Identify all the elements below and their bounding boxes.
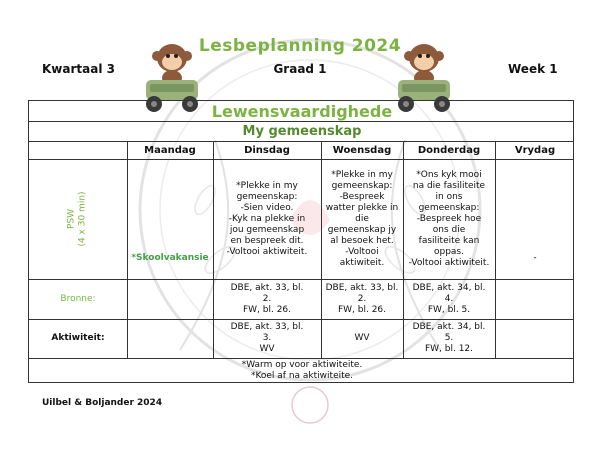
monday-holiday-cell: *Skoolvakansie <box>131 253 209 263</box>
row-label-aktiwiteit: Aktiwiteit: <box>51 333 105 343</box>
divider <box>213 141 214 358</box>
divider <box>495 141 496 358</box>
monkey-in-jeep-icon <box>146 44 198 112</box>
bronne-thursday-cell: DBE, akt. 34, bl. 4. FW, bl. 5. <box>412 282 486 315</box>
row-label-bronne: Bronne: <box>60 293 96 304</box>
aktiwiteit-tuesday-cell: DBE, akt. 33, bl. 3. WV <box>230 322 304 354</box>
divider <box>321 141 322 358</box>
divider <box>29 121 573 122</box>
day-header-monday: Maandag <box>144 144 196 156</box>
psw-wednesday-cell: *Plekke in my gemeenskap: -Bespreek watt… <box>325 169 399 268</box>
monkey-in-jeep-icon <box>398 44 450 112</box>
quarter-label: Kwartaal 3 <box>42 62 115 76</box>
footer-credit: Uilbel & Boljander 2024 <box>42 398 163 408</box>
friday-cell: - <box>533 253 537 263</box>
page-title: Lesbeplanning 2024 <box>198 36 402 56</box>
row-label-psw: PSW (4 x 30 min) <box>29 159 127 279</box>
divider <box>127 141 128 358</box>
grade-label: Graad 1 <box>273 62 327 76</box>
week-label: Week 1 <box>508 62 558 76</box>
notes-cell: *Warm op voor aktiwiteite. *Koel af na a… <box>241 360 363 381</box>
aktiwiteit-thursday-cell: DBE, akt. 34, bl. 5. FW, bl. 12. <box>412 322 486 354</box>
day-header-tuesday: Dinsdag <box>244 144 290 156</box>
day-header-wednesday: Woensdag <box>332 144 392 156</box>
bronne-wednesday-cell: DBE, akt. 33, bl. 2. FW, bl. 26. <box>325 282 399 315</box>
divider <box>29 279 573 280</box>
divider <box>403 141 404 358</box>
bronne-tuesday-cell: DBE, akt. 33, bl. 2. FW, bl. 26. <box>230 282 304 315</box>
subject-title: Lewensvaardighede <box>211 101 393 121</box>
theme-title: My gemeenskap <box>242 123 362 139</box>
day-header-thursday: Donderdag <box>417 144 481 156</box>
lesson-plan-table: Lewensvaardighede My gemeenskap Maandag … <box>28 100 574 383</box>
divider <box>29 141 573 142</box>
row-label-psw-time: (4 x 30 min) <box>78 191 88 247</box>
divider <box>29 319 573 320</box>
day-header-friday: Vrydag <box>514 144 556 156</box>
psw-thursday-cell: *Ons kyk mooi na die fasiliteite in ons … <box>408 169 490 268</box>
psw-tuesday-cell: *Plekke in my gemeenskap: -Sien video. -… <box>226 180 308 257</box>
divider <box>29 159 573 160</box>
divider <box>29 358 573 359</box>
row-label-psw-title: PSW <box>67 208 77 230</box>
aktiwiteit-wednesday-cell: WV <box>354 333 370 343</box>
